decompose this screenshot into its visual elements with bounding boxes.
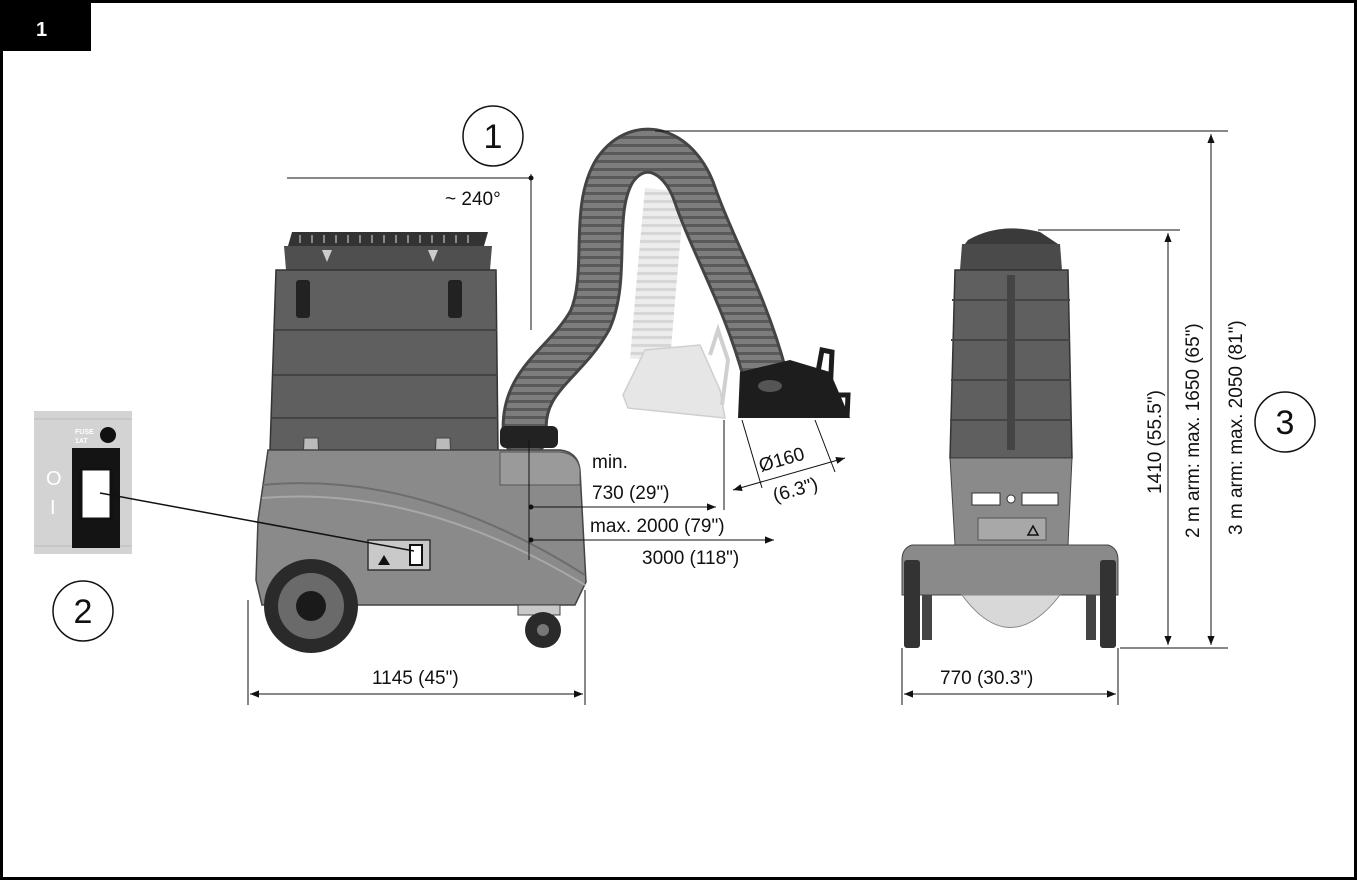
figure-number: 1 xyxy=(36,19,47,41)
handle-right xyxy=(448,280,462,318)
on-symbol: I xyxy=(50,497,56,519)
ghost-hood xyxy=(622,344,726,419)
front-top-cover xyxy=(960,244,1062,270)
length-label: 1145 (45") xyxy=(372,668,459,689)
height-2m-arm-label: 2 m arm: max. 1650 (65") xyxy=(1183,323,1204,538)
hose-collar xyxy=(500,426,558,448)
figure-number-badge xyxy=(3,3,91,51)
callout-2: 2 xyxy=(52,580,114,642)
hood-diameter-in-label: (6.3") xyxy=(771,474,821,507)
vent-slots xyxy=(299,235,469,243)
side-view-machine xyxy=(255,127,851,653)
off-symbol: O xyxy=(46,468,62,490)
top-cover xyxy=(288,232,488,246)
front-view-machine xyxy=(901,228,1119,648)
svg-text:1: 1 xyxy=(484,118,503,156)
rotation-angle-label: ~ 240° xyxy=(445,189,501,210)
front-rail xyxy=(1007,275,1015,450)
reach-3000-label: 3000 (118") xyxy=(642,548,739,569)
svg-text:3: 3 xyxy=(1276,404,1295,442)
extraction-hose xyxy=(504,130,785,455)
height-3m-arm-label: 3 m arm: max. 2050 (81") xyxy=(1226,320,1247,535)
fuse-rating: 1AT xyxy=(75,438,88,445)
callout-3: 3 xyxy=(1254,391,1316,453)
front-castor xyxy=(961,594,1062,628)
main-switch-small xyxy=(409,544,423,566)
handle-left xyxy=(296,280,310,318)
switch-panel-detail: FUSE 1AT O I xyxy=(34,411,415,554)
svg-text:2: 2 xyxy=(74,593,93,631)
reach-min-value: 730 (29") xyxy=(592,483,670,504)
front-wheel-right xyxy=(1100,560,1116,648)
hood-diameter-label: Ø160 xyxy=(757,444,807,477)
front-wheel-left xyxy=(904,560,920,648)
fuse-label: FUSE xyxy=(75,429,94,436)
fuse-holder xyxy=(100,427,116,443)
reach-max-label: max. 2000 (79") xyxy=(590,516,725,537)
front-base xyxy=(901,544,1119,596)
reach-min-label: min. xyxy=(592,452,628,473)
width-label: 770 (30.3") xyxy=(940,668,1033,689)
dimension-lines xyxy=(247,130,1228,705)
extraction-hood xyxy=(738,360,850,418)
leader-line-switch xyxy=(99,492,415,552)
height-body-label: 1410 (55.5") xyxy=(1145,390,1166,494)
ghost-hose xyxy=(630,188,685,362)
callout-1: 1 xyxy=(462,105,524,167)
